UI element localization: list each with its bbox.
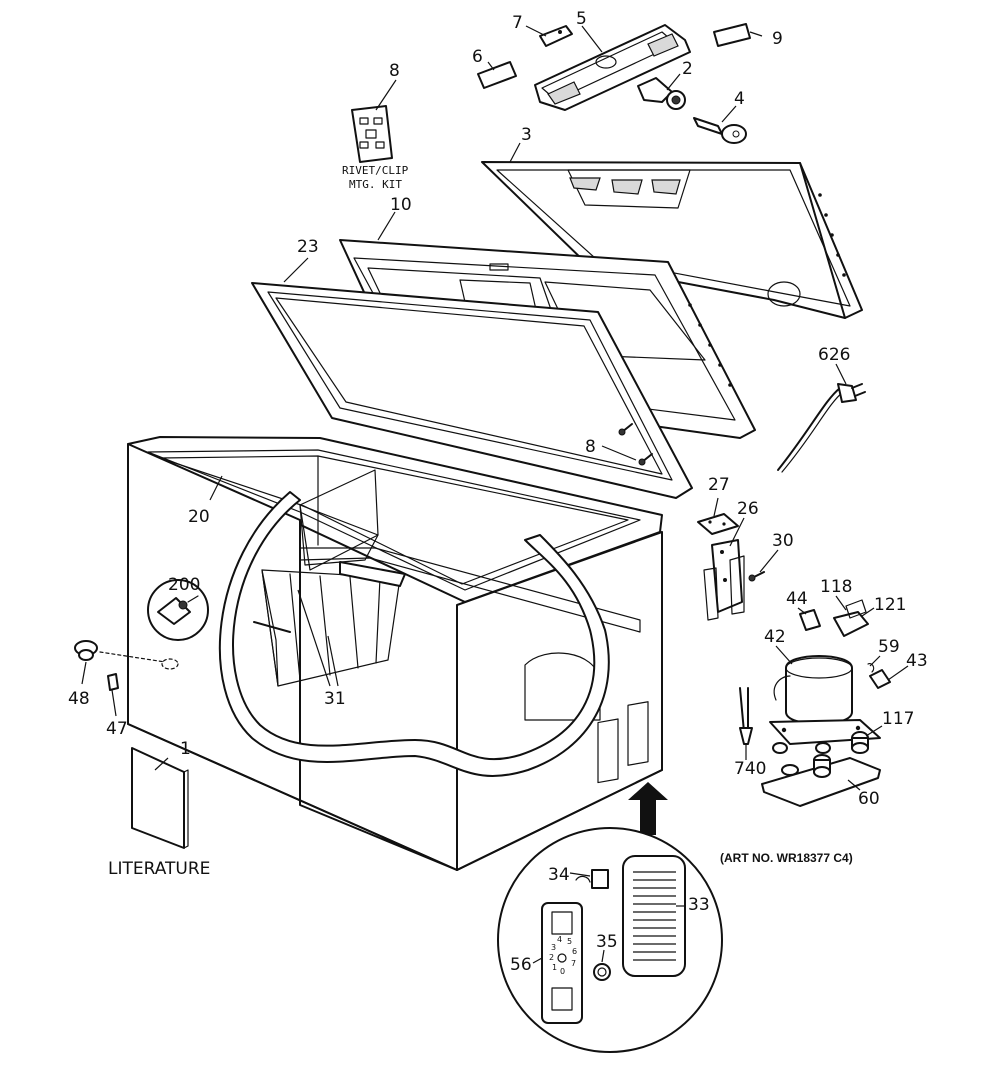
compressor-base [761, 754, 881, 807]
dial-number: 5 [567, 937, 572, 946]
kit-label-line1: RIVET/CLIP [342, 164, 409, 177]
callout-35: 35 [596, 932, 618, 952]
callout-47: 47 [106, 719, 128, 739]
lid-gasket [251, 282, 693, 499]
service-tool [739, 687, 753, 745]
storage-baskets [253, 469, 406, 687]
callout-8-screws: 8 [585, 437, 596, 457]
detail-arrow [628, 782, 668, 835]
control-detail-circle [497, 827, 723, 1053]
callout-26: 26 [737, 499, 759, 519]
callout-1: 1 [180, 739, 191, 759]
callout-121: 121 [874, 595, 906, 615]
callout-2: 2 [682, 59, 693, 79]
callout-33: 33 [688, 895, 710, 915]
callout-7: 7 [512, 13, 523, 33]
callout-30: 30 [772, 531, 794, 551]
kit-label-line2: MTG. KIT [349, 178, 402, 191]
callout-31: 31 [324, 689, 346, 709]
callout-42: 42 [764, 627, 786, 647]
dial-number: 6 [572, 947, 577, 956]
rivet-clip-kit [351, 105, 393, 163]
leader-lines [81, 25, 909, 964]
drain-plug-detail [147, 579, 209, 641]
insert-plates [477, 23, 751, 89]
callout-48: 48 [68, 689, 90, 709]
callout-34: 34 [548, 865, 570, 885]
callout-20: 20 [188, 507, 210, 527]
dial-number: 3 [551, 943, 556, 952]
lock-cylinder [637, 77, 686, 110]
freezer-cabinet [127, 436, 663, 871]
callout-740: 740 [734, 759, 766, 779]
dial-number: 4 [557, 935, 562, 944]
literature-booklet [131, 747, 189, 849]
callout-60: 60 [858, 789, 880, 809]
callout-117: 117 [882, 709, 914, 729]
capacitor-clip [867, 663, 891, 689]
callout-27: 27 [708, 475, 730, 495]
callout-56: 56 [510, 955, 532, 975]
art-number: (ART NO. WR18377 C4) [720, 851, 853, 865]
lock-key [693, 117, 747, 144]
callout-44: 44 [786, 589, 808, 609]
callout-9: 9 [772, 29, 783, 49]
mounting-grommets [772, 731, 869, 754]
callout-59: 59 [878, 637, 900, 657]
callout-3: 3 [521, 125, 532, 145]
literature-label: LITERATURE [108, 859, 210, 879]
drain-cap [74, 640, 179, 691]
callout-labels: 1 2 3 4 5 6 7 8 8 9 10 20 23 26 27 30 31… [68, 9, 928, 976]
cabinet-gasket-loop [218, 491, 610, 777]
callout-200: 200 [168, 575, 200, 595]
power-cord [777, 383, 866, 473]
callout-626: 626 [818, 345, 850, 365]
dial-number: 7 [571, 959, 576, 968]
callout-43: 43 [906, 651, 928, 671]
callout-10: 10 [390, 195, 412, 215]
hinge-pad [697, 513, 739, 535]
callout-118: 118 [820, 577, 852, 597]
dial-number: 1 [552, 963, 557, 972]
hinge-screw [748, 571, 765, 582]
callout-5: 5 [576, 9, 587, 29]
callout-4: 4 [734, 89, 745, 109]
compressor [769, 655, 881, 745]
overload-protector [833, 599, 869, 637]
callout-6: 6 [472, 47, 483, 67]
relay [799, 609, 821, 631]
dial-number: 2 [549, 953, 554, 962]
callout-8-kit: 8 [389, 61, 400, 81]
lid-hinge [703, 539, 745, 621]
handle-clip [539, 25, 573, 47]
callout-23: 23 [297, 237, 319, 257]
lid-handle [534, 24, 691, 111]
lid-screws [618, 423, 653, 466]
dial-number: 0 [560, 967, 565, 976]
